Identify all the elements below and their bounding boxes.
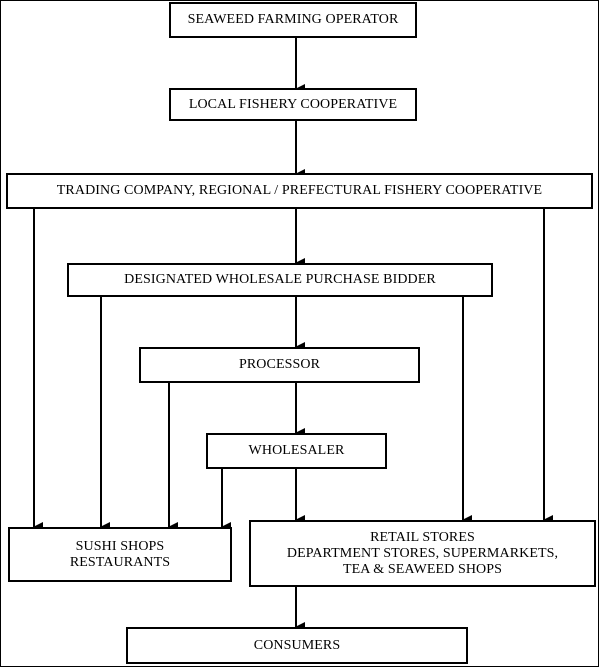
node-trading-company: TRADING COMPANY, REGIONAL / PREFECTURAL … bbox=[6, 173, 593, 209]
node-label: TRADING COMPANY, REGIONAL / PREFECTURAL … bbox=[56, 183, 543, 198]
node-local-fishery-cooperative: LOCAL FISHERY COOPERATIVE bbox=[169, 88, 417, 121]
node-label-line3: TEA & SEAWEED SHOPS bbox=[342, 561, 503, 577]
node-label-line1: SUSHI SHOPS bbox=[75, 538, 165, 554]
node-seaweed-farming-operator: SEAWEED FARMING OPERATOR bbox=[169, 2, 417, 38]
node-wholesale-purchase-bidder: DESIGNATED WHOLESALE PURCHASE BIDDER bbox=[67, 263, 493, 297]
node-label: WHOLESALER bbox=[248, 443, 345, 458]
node-sushi-shops-restaurants: SUSHI SHOPS RESTAURANTS bbox=[8, 527, 232, 582]
node-wholesaler: WHOLESALER bbox=[206, 433, 387, 469]
node-label-line2: RESTAURANTS bbox=[69, 554, 171, 570]
node-label: SEAWEED FARMING OPERATOR bbox=[187, 12, 399, 27]
node-label: CONSUMERS bbox=[253, 637, 341, 653]
node-label: LOCAL FISHERY COOPERATIVE bbox=[188, 96, 398, 112]
node-processor: PROCESSOR bbox=[139, 347, 420, 383]
node-label: PROCESSOR bbox=[238, 357, 321, 372]
node-label: DESIGNATED WHOLESALE PURCHASE BIDDER bbox=[124, 272, 436, 287]
node-label-line1: RETAIL STORES bbox=[370, 529, 475, 545]
node-consumers: CONSUMERS bbox=[126, 627, 468, 664]
node-label-line2: DEPARTMENT STORES, SUPERMARKETS, bbox=[286, 545, 559, 561]
node-retail-stores: RETAIL STORES DEPARTMENT STORES, SUPERMA… bbox=[249, 520, 596, 587]
